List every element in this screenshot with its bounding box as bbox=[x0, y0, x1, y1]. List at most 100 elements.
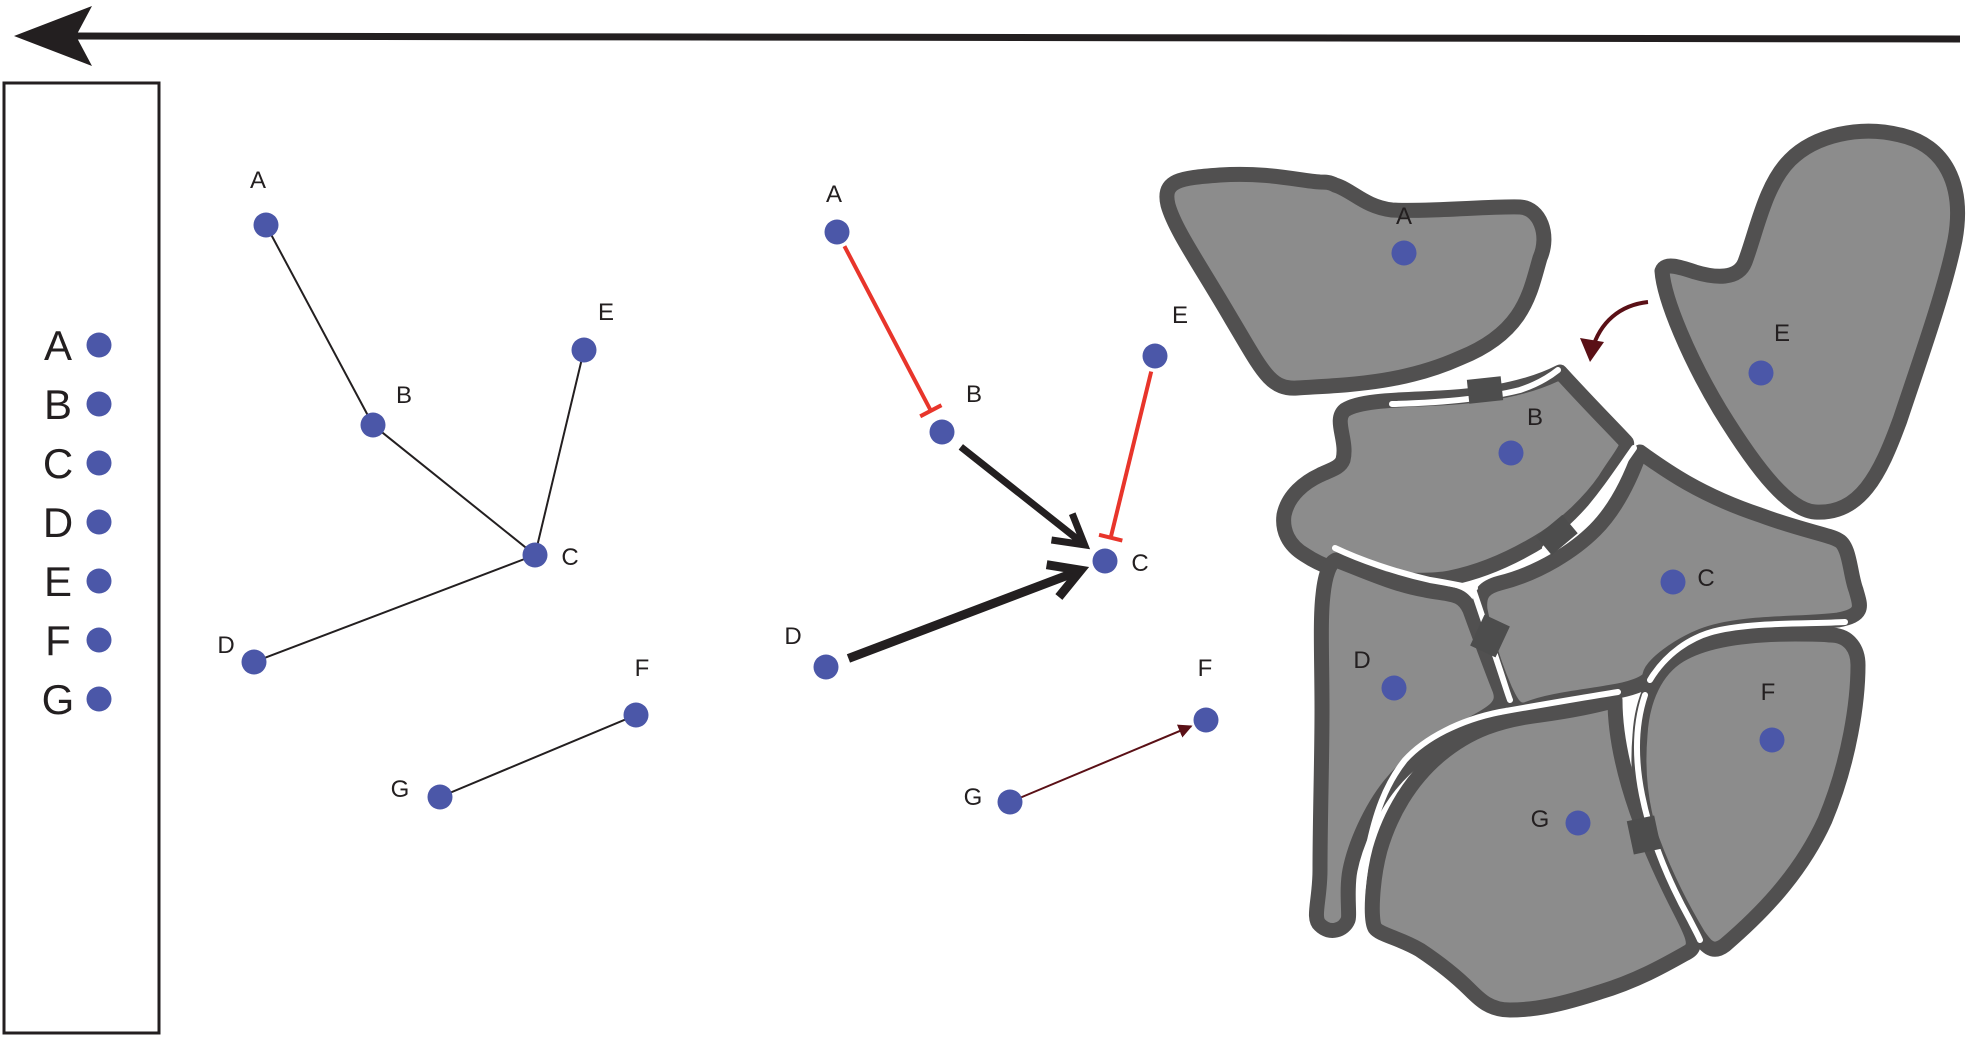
legend-label-b: B bbox=[44, 381, 72, 428]
undirected-edge-e-c bbox=[534, 349, 585, 556]
region-label-c: C bbox=[1697, 565, 1714, 592]
boundary-a-b bbox=[1389, 367, 1561, 407]
undirected-label-a: A bbox=[250, 167, 266, 194]
legend-label-c: C bbox=[43, 440, 73, 487]
region-label-b: B bbox=[1527, 404, 1543, 431]
undirected-node-a bbox=[253, 212, 279, 238]
panel-regions: A B C D E F G bbox=[1159, 123, 1966, 1018]
undirected-node-b bbox=[360, 412, 386, 438]
directed-edge-e-c-bar bbox=[1098, 532, 1123, 543]
undirected-label-d: D bbox=[217, 632, 234, 659]
undirected-node-d bbox=[241, 649, 267, 675]
directed-edge-e-c bbox=[1098, 371, 1154, 543]
directed-node-f bbox=[1193, 707, 1219, 733]
directed-node-e bbox=[1142, 343, 1168, 369]
legend-node-b bbox=[86, 391, 112, 417]
undirected-edge-a-b bbox=[265, 224, 374, 426]
region-label-e: E bbox=[1774, 320, 1790, 347]
undirected-node-c bbox=[522, 542, 548, 568]
legend-node-f bbox=[86, 627, 112, 653]
legend-node-g bbox=[86, 686, 112, 712]
connector-c-d bbox=[1470, 614, 1510, 658]
curved-arrow-head bbox=[1580, 338, 1604, 362]
directed-label-d: D bbox=[784, 623, 801, 650]
directed-edge-a-b-line bbox=[842, 245, 933, 412]
directed-edge-d-c bbox=[846, 560, 1090, 663]
region-node-c bbox=[1660, 569, 1686, 595]
timeline-arrow-shaft bbox=[69, 32, 1961, 43]
directed-node-g bbox=[997, 789, 1023, 815]
undirected-node-g bbox=[427, 784, 453, 810]
region-a bbox=[1159, 166, 1552, 396]
directed-node-c bbox=[1092, 548, 1118, 574]
panel-undirected: A B C D E F G bbox=[217, 167, 649, 810]
directed-edge-b-c-head bbox=[1050, 512, 1091, 550]
region-f bbox=[1631, 626, 1866, 957]
legend-label-f: F bbox=[45, 617, 71, 664]
region-d bbox=[1308, 552, 1509, 938]
directed-label-e: E bbox=[1172, 302, 1188, 329]
undirected-edge-b-c bbox=[372, 424, 536, 556]
directed-edge-a-b bbox=[842, 245, 943, 419]
connector-b-c bbox=[1536, 514, 1578, 556]
undirected-label-e: E bbox=[598, 299, 614, 326]
connector-a-b bbox=[1466, 376, 1504, 404]
directed-label-f: F bbox=[1198, 655, 1213, 682]
region-connectors bbox=[1466, 376, 1662, 855]
boundary-c-f bbox=[1647, 619, 1848, 683]
timeline-arrow bbox=[14, 6, 1961, 66]
undirected-node-f bbox=[623, 702, 649, 728]
legend-label-d: D bbox=[43, 499, 73, 546]
legend-label-g: G bbox=[42, 676, 75, 723]
connector-g-f bbox=[1626, 815, 1662, 855]
directed-label-b: B bbox=[966, 381, 982, 408]
region-b bbox=[1276, 364, 1634, 588]
directed-label-g: G bbox=[964, 784, 983, 811]
legend-node-e bbox=[86, 568, 112, 594]
region-label-d: D bbox=[1353, 647, 1370, 674]
directed-edge-d-c-line bbox=[846, 567, 1079, 663]
region-node-d bbox=[1381, 675, 1407, 701]
undirected-edge-g-f bbox=[439, 714, 637, 798]
region-label-f: F bbox=[1761, 679, 1776, 706]
region-node-e bbox=[1748, 360, 1774, 386]
region-node-b bbox=[1498, 440, 1524, 466]
regions-outer bbox=[1159, 123, 1966, 1018]
directed-node-a bbox=[824, 219, 850, 245]
legend-label-a: A bbox=[44, 322, 72, 369]
directed-edge-b-c bbox=[958, 444, 1091, 550]
directed-node-d bbox=[813, 654, 839, 680]
directed-edge-a-b-bar bbox=[919, 403, 943, 419]
region-node-a bbox=[1391, 240, 1417, 266]
boundary-b-d bbox=[1332, 545, 1478, 591]
directed-edge-b-c-line bbox=[958, 444, 1084, 546]
directed-label-a: A bbox=[826, 181, 842, 208]
region-node-g bbox=[1565, 810, 1591, 836]
legend-box bbox=[2, 81, 161, 1035]
boundary-d-g bbox=[1357, 689, 1621, 933]
undirected-label-b: B bbox=[396, 382, 412, 409]
legend-node-a bbox=[86, 332, 112, 358]
region-label-g: G bbox=[1531, 806, 1550, 833]
legend-label-e: E bbox=[44, 558, 72, 605]
undirected-edge-d-c bbox=[253, 554, 536, 663]
region-node-f bbox=[1759, 727, 1785, 753]
undirected-label-c: C bbox=[561, 544, 578, 571]
directed-label-c: C bbox=[1131, 550, 1148, 577]
region-e bbox=[1654, 123, 1966, 520]
directed-edge-g-f-line bbox=[1020, 724, 1193, 799]
directed-edge-d-c-head bbox=[1045, 560, 1090, 600]
undirected-label-g: G bbox=[391, 776, 410, 803]
region-label-a: A bbox=[1396, 203, 1412, 230]
directed-node-b bbox=[929, 419, 955, 445]
boundary-c-d bbox=[1469, 583, 1513, 703]
panel-directed: A B C D E F G bbox=[784, 181, 1219, 815]
undirected-node-e bbox=[571, 337, 597, 363]
directed-edge-g-f bbox=[1020, 724, 1193, 799]
directed-edge-e-c-line bbox=[1108, 371, 1154, 539]
arrow-left-icon bbox=[14, 6, 92, 66]
legend-node-d bbox=[86, 509, 112, 535]
undirected-label-f: F bbox=[635, 655, 650, 682]
legend-node-c bbox=[86, 450, 112, 476]
